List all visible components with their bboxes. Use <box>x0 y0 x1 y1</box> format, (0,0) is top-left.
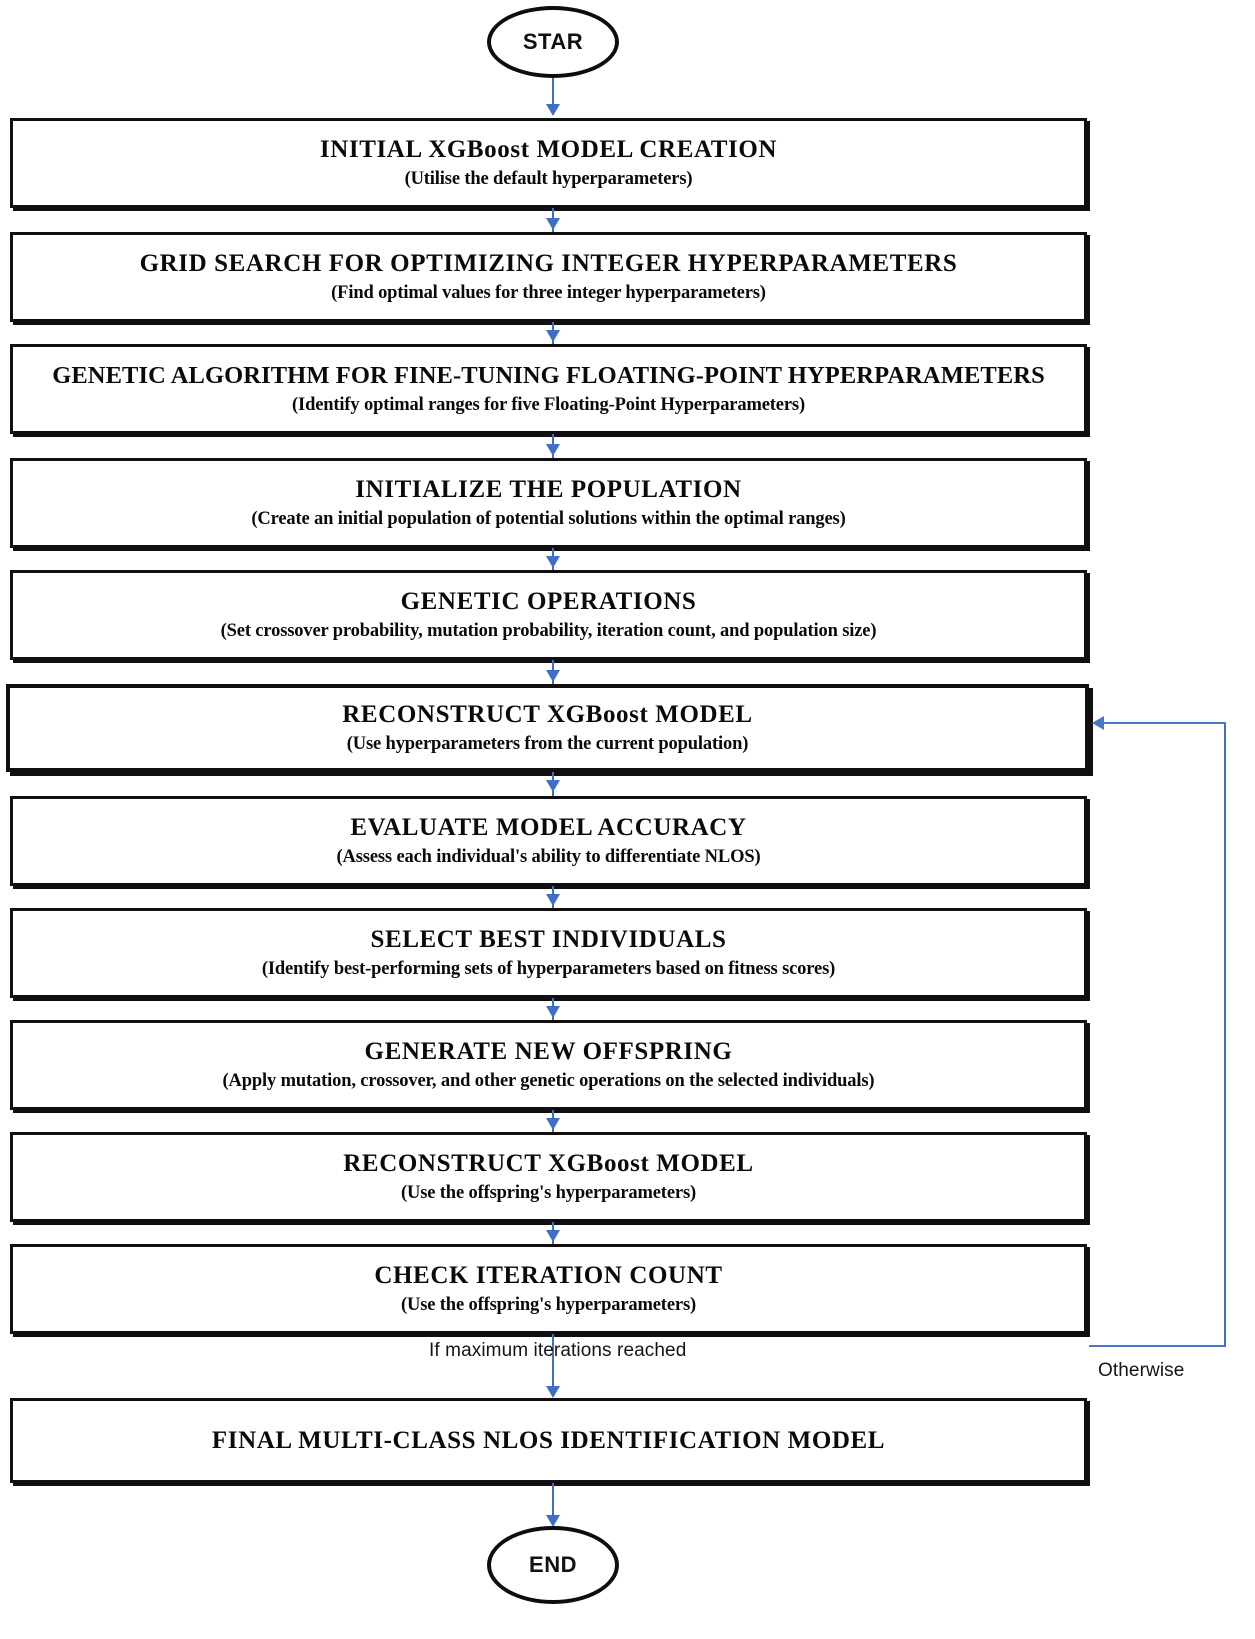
connector-start-to-initial <box>552 78 554 110</box>
arrow-select-to-offspring-icon <box>546 1006 560 1018</box>
node-initialize-population-title: INITIALIZE THE POPULATION <box>355 475 742 503</box>
arrow-reconstruct2-to-check-icon <box>546 1230 560 1242</box>
loop-connector-vertical-segment <box>1224 722 1226 1347</box>
arrow-init-pop-to-gen-ops-icon <box>546 556 560 568</box>
edge-label-max-iterations: If maximum iterations reached <box>429 1340 687 1361</box>
node-genetic-operations: GENETIC OPERATIONS (Set crossover probab… <box>10 570 1087 660</box>
node-genetic-algorithm-subtitle: (Identify optimal ranges for five Floati… <box>292 394 805 415</box>
end-terminator-label: END <box>529 1552 577 1577</box>
arrow-initial-to-grid-icon <box>546 218 560 230</box>
loop-connector-top-segment <box>1104 722 1226 724</box>
node-check-iteration-subtitle: (Use the offspring's hyperparameters) <box>400 1294 697 1315</box>
connector-check-to-final <box>552 1334 554 1396</box>
node-select-best-subtitle: (Identify best-performing sets of hyperp… <box>261 958 836 979</box>
connector-final-to-end <box>552 1483 554 1525</box>
node-select-best-title: SELECT BEST INDIVIDUALS <box>370 925 727 953</box>
loop-connector-bottom-segment <box>1089 1345 1226 1347</box>
node-generate-offspring-subtitle: (Apply mutation, crossover, and other ge… <box>222 1070 875 1091</box>
arrow-start-to-initial-icon <box>546 104 560 116</box>
arrow-grid-to-genetic-icon <box>546 330 560 342</box>
node-reconstruct-model-2: RECONSTRUCT XGBoost MODEL (Use the offsp… <box>10 1132 1087 1222</box>
node-genetic-operations-title: GENETIC OPERATIONS <box>400 587 697 615</box>
node-genetic-operations-subtitle: (Set crossover probability, mutation pro… <box>220 620 877 641</box>
node-reconstruct-model-2-title: RECONSTRUCT XGBoost MODEL <box>343 1149 754 1177</box>
node-check-iteration-title: CHECK ITERATION COUNT <box>374 1261 723 1289</box>
node-grid-search: GRID SEARCH FOR OPTIMIZING INTEGER HYPER… <box>10 232 1087 322</box>
arrow-check-to-final-icon <box>546 1386 560 1398</box>
arrow-gen-ops-to-reconstruct1-icon <box>546 670 560 682</box>
node-initial-model-title: INITIAL XGBoost MODEL CREATION <box>319 135 778 163</box>
node-grid-search-title: GRID SEARCH FOR OPTIMIZING INTEGER HYPER… <box>139 249 958 277</box>
node-reconstruct-model-2-subtitle: (Use the offspring's hyperparameters) <box>400 1182 697 1203</box>
node-initial-model-subtitle: (Utilise the default hyperparameters) <box>404 168 693 189</box>
edge-label-otherwise: Otherwise <box>1098 1360 1185 1381</box>
arrow-reconstruct1-to-evaluate-icon <box>546 780 560 792</box>
node-check-iteration: CHECK ITERATION COUNT (Use the offspring… <box>10 1244 1087 1334</box>
node-reconstruct-model-1-title: RECONSTRUCT XGBoost MODEL <box>342 700 753 728</box>
node-evaluate-accuracy-subtitle: (Assess each individual's ability to dif… <box>336 846 761 867</box>
node-reconstruct-model-1: RECONSTRUCT XGBoost MODEL (Use hyperpara… <box>6 684 1089 772</box>
node-initialize-population-subtitle: (Create an initial population of potenti… <box>251 508 846 529</box>
node-generate-offspring: GENERATE NEW OFFSPRING (Apply mutation, … <box>10 1020 1087 1110</box>
node-grid-search-subtitle: (Find optimal values for three integer h… <box>331 282 766 303</box>
start-terminator-label: STAR <box>522 29 584 54</box>
node-reconstruct-model-1-subtitle: (Use hyperparameters from the current po… <box>346 733 749 754</box>
node-select-best: SELECT BEST INDIVIDUALS (Identify best-p… <box>10 908 1087 998</box>
node-final-model-title: FINAL MULTI-CLASS NLOS IDENTIFICATION MO… <box>211 1426 886 1454</box>
end-terminator: END <box>487 1526 619 1604</box>
node-genetic-algorithm: GENETIC ALGORITHM FOR FINE-TUNING FLOATI… <box>10 344 1087 434</box>
node-generate-offspring-title: GENERATE NEW OFFSPRING <box>364 1037 733 1065</box>
arrow-offspring-to-reconstruct2-icon <box>546 1118 560 1130</box>
arrow-final-to-end-icon <box>546 1515 560 1527</box>
node-genetic-algorithm-title: GENETIC ALGORITHM FOR FINE-TUNING FLOATI… <box>52 362 1045 390</box>
node-evaluate-accuracy-title: EVALUATE MODEL ACCURACY <box>350 813 747 841</box>
node-initialize-population: INITIALIZE THE POPULATION (Create an ini… <box>10 458 1087 548</box>
arrow-loop-to-reconstruct1-icon <box>1092 716 1104 730</box>
start-terminator: STAR <box>487 6 619 78</box>
node-final-model: FINAL MULTI-CLASS NLOS IDENTIFICATION MO… <box>10 1398 1087 1483</box>
node-initial-model: INITIAL XGBoost MODEL CREATION (Utilise … <box>10 118 1087 208</box>
arrow-evaluate-to-select-icon <box>546 894 560 906</box>
arrow-genetic-to-init-pop-icon <box>546 444 560 456</box>
node-evaluate-accuracy: EVALUATE MODEL ACCURACY (Assess each ind… <box>10 796 1087 886</box>
